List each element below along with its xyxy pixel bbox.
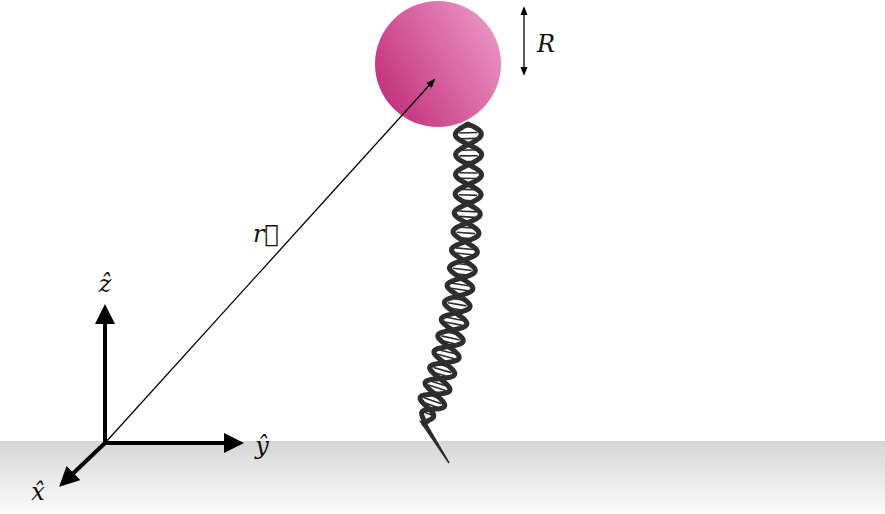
dna-base-pair <box>457 232 476 233</box>
dna-base-pair <box>459 210 477 213</box>
dna-base-pair <box>438 354 455 358</box>
dna-base-pair <box>461 177 476 179</box>
dna-base-pair <box>461 189 475 191</box>
dna-base-pair <box>461 149 475 151</box>
x-axis <box>62 443 105 484</box>
dna-base-pair <box>464 126 472 128</box>
dna-base-pair <box>460 226 473 229</box>
axis-label: ẑ <box>99 270 112 299</box>
dna-base-pair <box>463 200 473 202</box>
dna-base-pair <box>446 332 456 334</box>
axis-label: ŷ <box>255 432 269 461</box>
dna-base-pair <box>439 364 448 367</box>
dna-base-pair <box>460 237 471 239</box>
dna-base-pair <box>451 288 468 291</box>
axis-label: x̂ <box>31 478 45 507</box>
bead <box>375 1 501 127</box>
z-axis <box>103 308 107 443</box>
radius-arrow <box>523 8 524 74</box>
dna-base-pair <box>456 274 467 275</box>
dna-base-pair <box>459 194 478 196</box>
radius-label: R <box>537 30 555 59</box>
dna-base-pair <box>431 381 446 386</box>
dna-base-pair <box>460 172 478 174</box>
dna-base-pair <box>456 248 473 250</box>
dna-base-pair <box>457 264 469 265</box>
dna-base-pair <box>433 368 451 373</box>
y-axis <box>105 441 240 445</box>
dna-base-pair <box>448 303 466 306</box>
dna-backbone <box>420 124 482 424</box>
dna-base-pair <box>440 350 455 354</box>
dna-base-pair <box>452 298 463 300</box>
dna-base-pair <box>447 317 463 320</box>
dna-base-pair <box>443 341 456 344</box>
dna-base-pair <box>441 336 459 340</box>
dna-base-pair <box>453 268 472 270</box>
dna-base-pair <box>459 216 475 219</box>
dna-base-pair <box>461 138 476 140</box>
dna-base-pair <box>459 155 477 157</box>
dna-base-pair <box>459 132 477 134</box>
dna-base-pair <box>450 308 462 310</box>
dna-anchor <box>421 422 449 463</box>
dna-base-pair <box>464 161 473 163</box>
dna-base-pair <box>435 373 448 377</box>
dna-tether <box>420 124 482 463</box>
dna-base-pair <box>452 283 469 285</box>
dna-base-pair <box>424 403 437 408</box>
vector-label: r⃗ <box>253 220 279 249</box>
dna-base-pair <box>428 385 445 390</box>
dna-base-pair <box>445 322 462 325</box>
position-vector <box>105 80 434 443</box>
dna-base-pair <box>424 412 432 415</box>
dna-base-pair <box>456 253 472 255</box>
dna-base-pair <box>430 395 438 398</box>
